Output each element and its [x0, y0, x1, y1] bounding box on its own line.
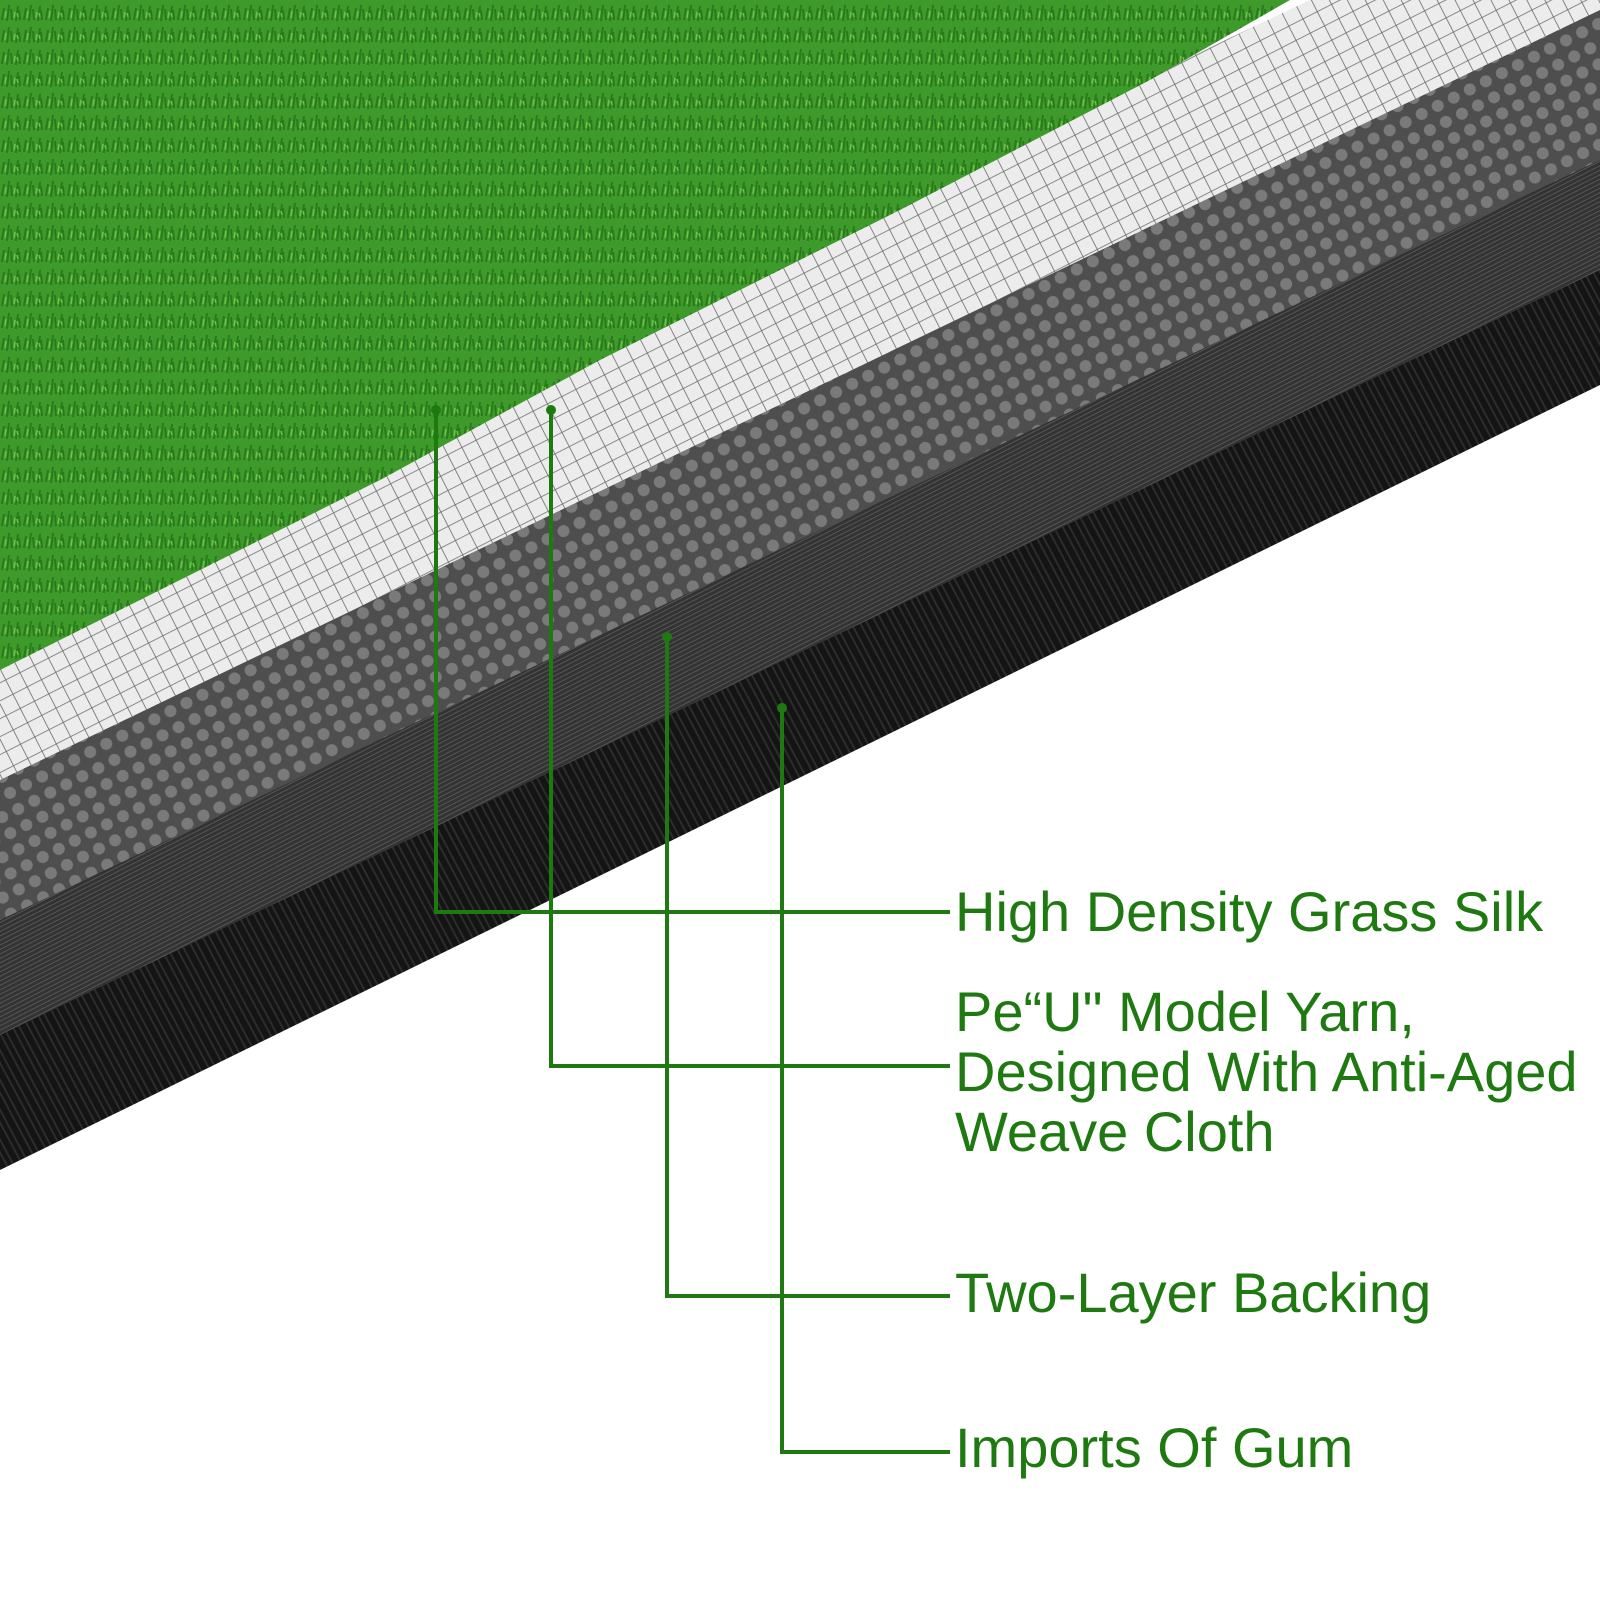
callout-line-yarn: [549, 410, 950, 1068]
callout-line-gum: [780, 708, 950, 1454]
label-line: Pe“U" Model Yarn,: [955, 980, 1415, 1043]
callout-line-backing: [665, 637, 950, 1298]
label-line: High Density Grass Silk: [955, 880, 1544, 943]
grass-layer: [0, 0, 1290, 670]
gum-layer: [0, 230, 1600, 1170]
label-line: Imports Of Gum: [955, 1416, 1354, 1479]
callout-dot-backing: [662, 632, 672, 642]
dotted-layer: [0, 0, 1600, 920]
label-line: Two-Layer Backing: [955, 1261, 1432, 1324]
label-pe-u-model-yarn: Pe“U" Model Yarn, Designed With Anti-Age…: [955, 982, 1578, 1162]
label-line: Weave Cloth: [955, 1100, 1275, 1163]
label-line: Designed With Anti-Aged: [955, 1040, 1578, 1103]
callout-line-grass-silk: [434, 410, 950, 914]
callout-dot-grass-silk: [431, 405, 441, 415]
mesh-layer: [0, 0, 1600, 780]
label-high-density-grass-silk: High Density Grass Silk: [955, 882, 1543, 942]
callout-dot-yarn: [546, 405, 556, 415]
label-two-layer-backing: Two-Layer Backing: [955, 1263, 1431, 1323]
label-imports-of-gum: Imports Of Gum: [955, 1418, 1353, 1478]
callout-dot-gum: [777, 703, 787, 713]
